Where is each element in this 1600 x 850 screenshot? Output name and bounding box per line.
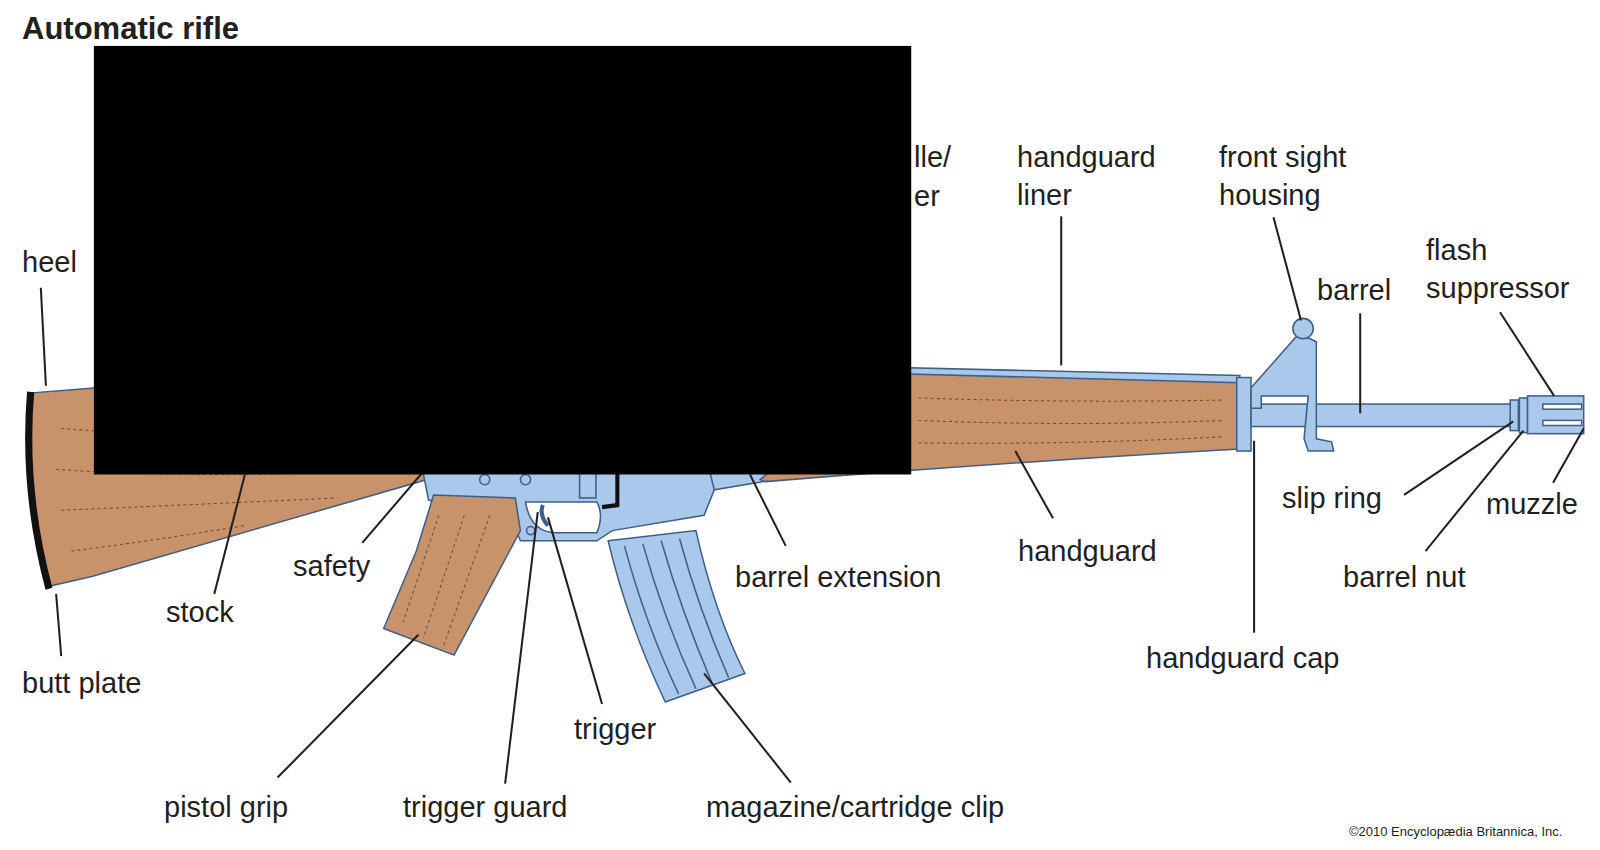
part-label: pistol grip [164,788,288,826]
part-label: front sight housing [1219,138,1408,214]
part-label: trigger guard [403,788,567,826]
part-label: heel [22,243,77,281]
diagram-title: Automatic rifle [22,12,239,46]
part-label: flash suppressor [1426,231,1594,307]
part-label: magazine/cartridge clip [706,788,1004,826]
part-label: stock [166,593,234,631]
part-label: butt plate [22,664,141,702]
part-label: safety [293,547,370,585]
part-label: slip ring [1282,479,1382,517]
part-label: barrel nut [1343,558,1466,596]
part-label: muzzle [1486,485,1578,523]
part-label: er [914,177,940,215]
copyright-note: ©2010 Encyclopædia Britannica, Inc. [1349,824,1562,840]
part-label: handguard cap [1146,639,1340,677]
part-label: barrel [1317,271,1391,309]
part-label: handguard liner [1017,138,1196,214]
part-label: lle/ [914,138,951,176]
part-label: handguard [1018,532,1157,570]
part-label: barrel extension [735,558,941,596]
part-label: trigger [574,710,656,748]
